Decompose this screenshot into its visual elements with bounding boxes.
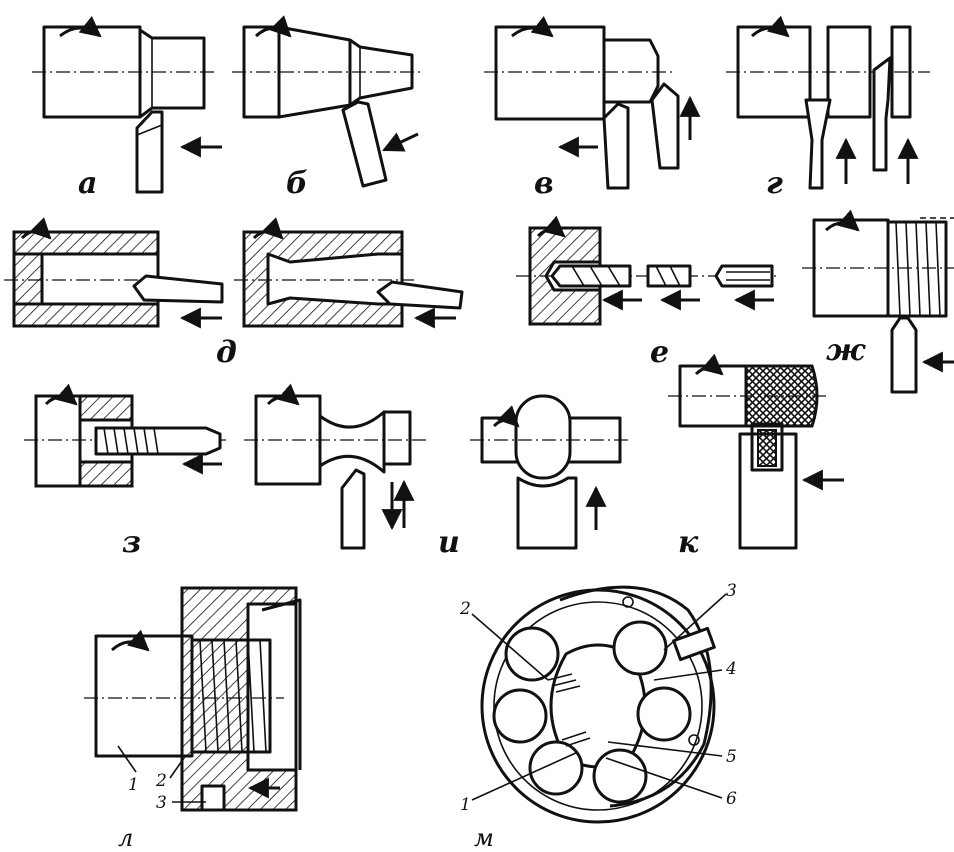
callout-m-2: 2 (459, 599, 471, 619)
feed-arrow-icon (382, 132, 419, 152)
panel-label-e: е (650, 335, 669, 370)
panel-label-k: к (678, 525, 699, 560)
reamer (714, 264, 774, 288)
countersink (646, 264, 692, 288)
panel-label-g: г (766, 166, 783, 201)
rotation-arrow-icon (825, 209, 860, 232)
panel-label-l: л (118, 824, 133, 852)
form-tool (340, 468, 366, 550)
rotation-arrow-icon (751, 15, 790, 38)
threading-tool (890, 316, 918, 394)
parting-tool (804, 98, 832, 190)
panel-label-a: а (78, 166, 97, 201)
callout-m-3: 3 (726, 581, 737, 601)
grooving-tool (872, 56, 892, 172)
callout-l-3: 3 (156, 793, 167, 813)
panel-g-parting: г (726, 15, 930, 201)
rotation-arrow-icon (111, 629, 150, 652)
panel-label-d: д (216, 335, 237, 370)
cutting-tool (602, 102, 630, 190)
panel-zh-thread-turning: ж (802, 209, 954, 394)
callout-m-6: 6 (726, 789, 737, 809)
panel-label-b: б (286, 166, 308, 201)
panel-k-knurling: к (668, 353, 844, 560)
rotation-arrow-icon (20, 217, 52, 240)
panel-label-zh: ж (826, 333, 866, 368)
panel-i-form-turning: и (244, 383, 460, 560)
panel-label-i: и (438, 525, 460, 560)
boring-bar (132, 274, 224, 304)
panel-a-external-turning: а (32, 15, 222, 201)
form-tool (516, 476, 578, 550)
callout-m-1: 1 (460, 795, 471, 815)
callout-m-4: 4 (725, 659, 737, 679)
panel-label-v: в (534, 166, 554, 201)
panel-z-tapping: з (24, 383, 226, 560)
panel-d-boring: д (4, 217, 464, 370)
callout-l-1: 1 (128, 775, 139, 795)
panel-v-facing: в (484, 15, 701, 201)
panel-b-taper-turning: б (232, 15, 424, 201)
panel-form-radius (470, 394, 630, 550)
panel-m-round-die: 2 3 4 5 1 6 м (459, 581, 737, 852)
rotation-arrow-icon (511, 15, 554, 38)
callout-m-5: 5 (726, 747, 737, 767)
panel-e-drilling: е (516, 215, 780, 370)
rotation-arrow-icon (536, 215, 566, 238)
rotation-arrow-icon (255, 15, 292, 38)
cutting-tool (135, 110, 164, 194)
cutting-tool (650, 82, 680, 170)
rotation-arrow-icon (266, 383, 300, 406)
panel-label-m: м (474, 824, 494, 852)
rotation-arrow-icon (492, 405, 520, 428)
panel-l-die-threading: 1 2 3 л (84, 586, 302, 852)
boring-bar (376, 280, 464, 310)
rotation-arrow-icon (252, 217, 284, 240)
rotation-arrow-icon (694, 353, 724, 376)
panel-label-z: з (122, 525, 141, 560)
rotation-arrow-icon (44, 383, 78, 406)
callout-l-2: 2 (155, 771, 167, 791)
rotation-arrow-icon (59, 15, 102, 38)
cutting-tool (341, 100, 388, 188)
